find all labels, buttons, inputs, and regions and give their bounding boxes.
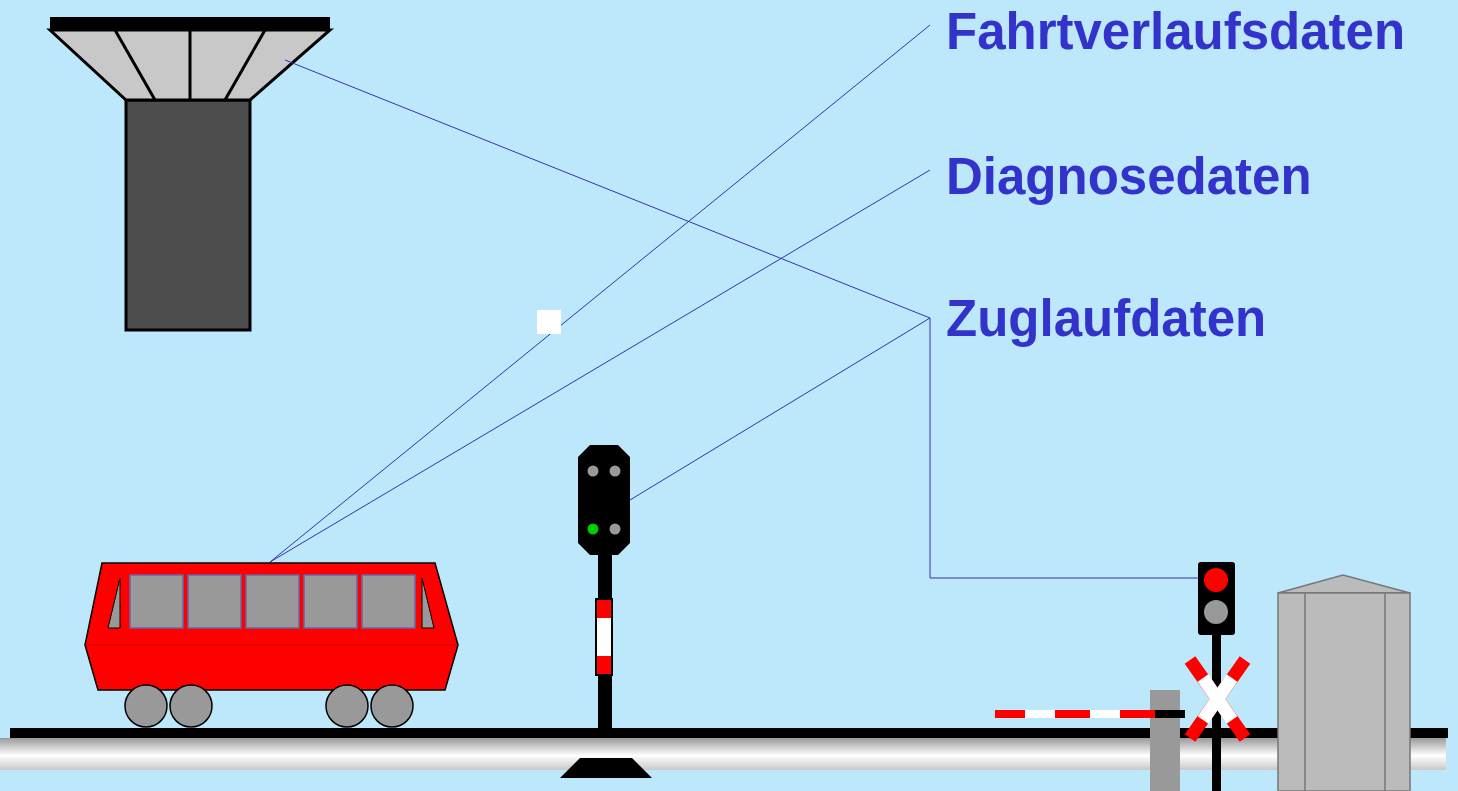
level-crossing (995, 562, 1410, 791)
light-signal (560, 445, 652, 778)
data-label: Zuglaufdaten (946, 290, 1266, 349)
train (85, 563, 458, 727)
control-tower (50, 17, 330, 330)
white-marker (537, 310, 561, 334)
data-label: Diagnosedaten (946, 148, 1312, 207)
data-label: Fahrtverlaufsdaten (946, 3, 1405, 62)
track (0, 728, 1448, 770)
